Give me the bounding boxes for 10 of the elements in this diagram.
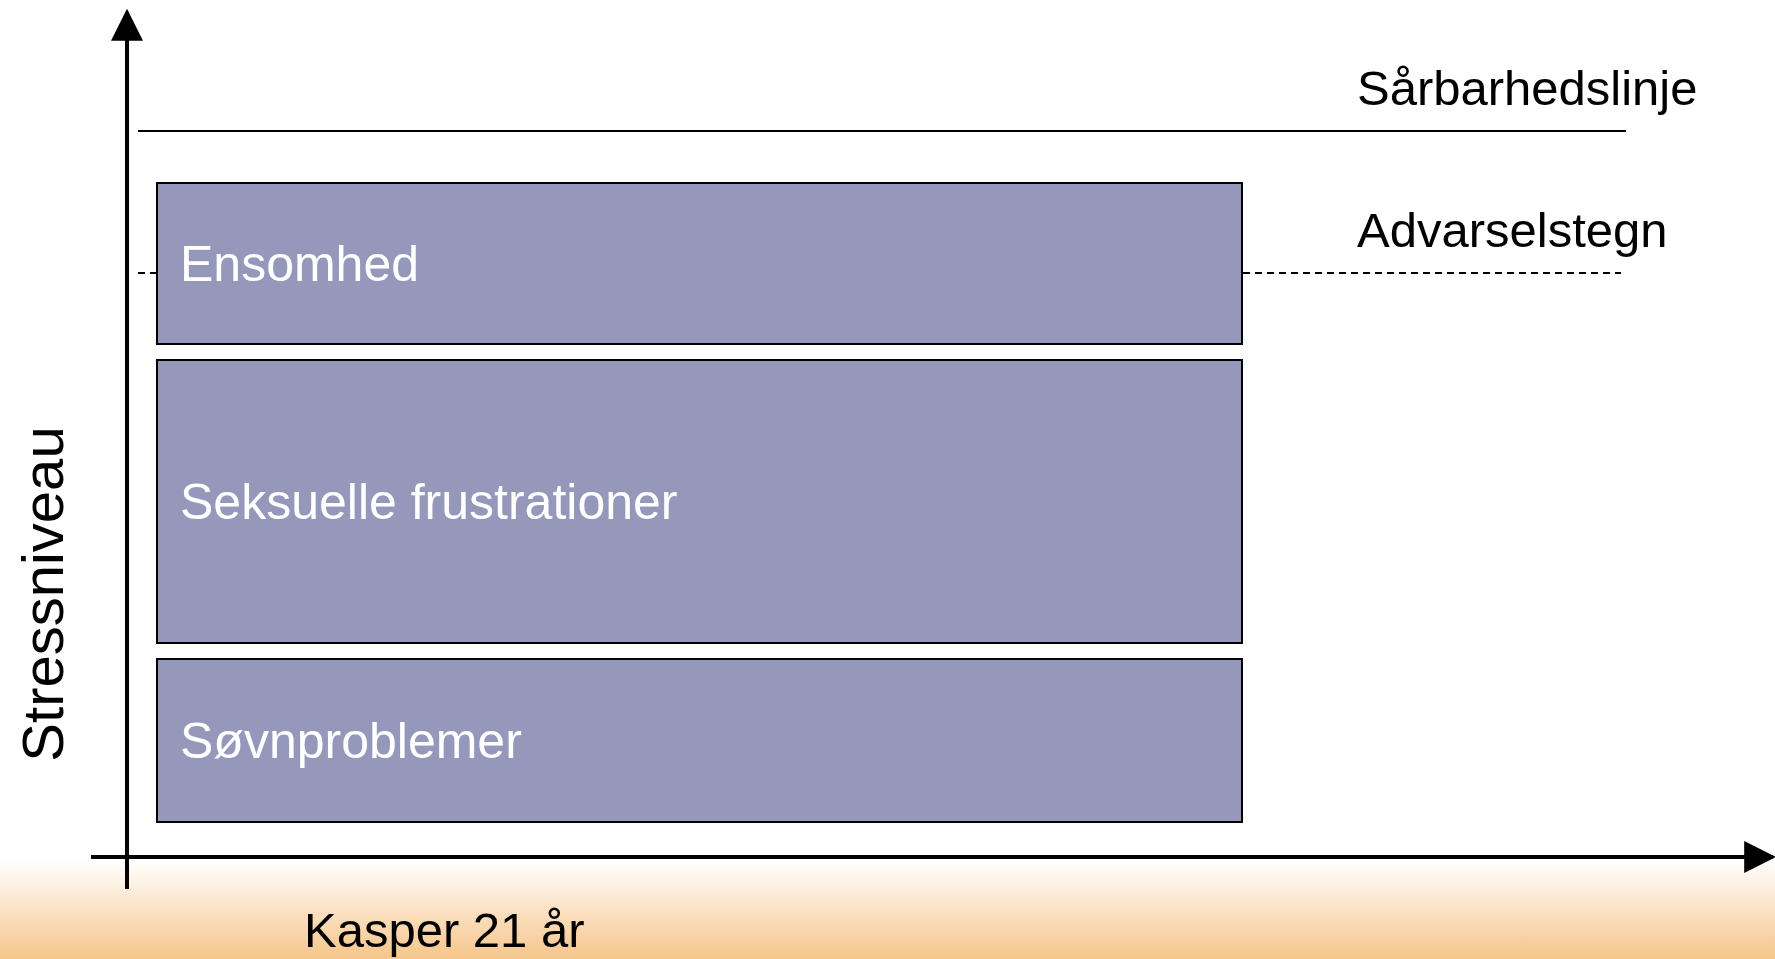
factor-label: Ensomhed	[180, 234, 420, 293]
stress-factor-bar	[156, 182, 1243, 345]
stress-factor-bar	[156, 359, 1243, 644]
factor-label: Søvnproblemer	[180, 711, 522, 770]
axis-title: Stressniveau	[14, 426, 72, 762]
axis-title: Kasper 21 år	[304, 906, 585, 955]
threshold-label: Sårbarhedslinje	[1357, 64, 1698, 113]
stress-factor-bar	[156, 658, 1243, 823]
factor-label: Seksuelle frustrationer	[180, 472, 678, 531]
threshold-label: Advarselstegn	[1357, 206, 1668, 255]
